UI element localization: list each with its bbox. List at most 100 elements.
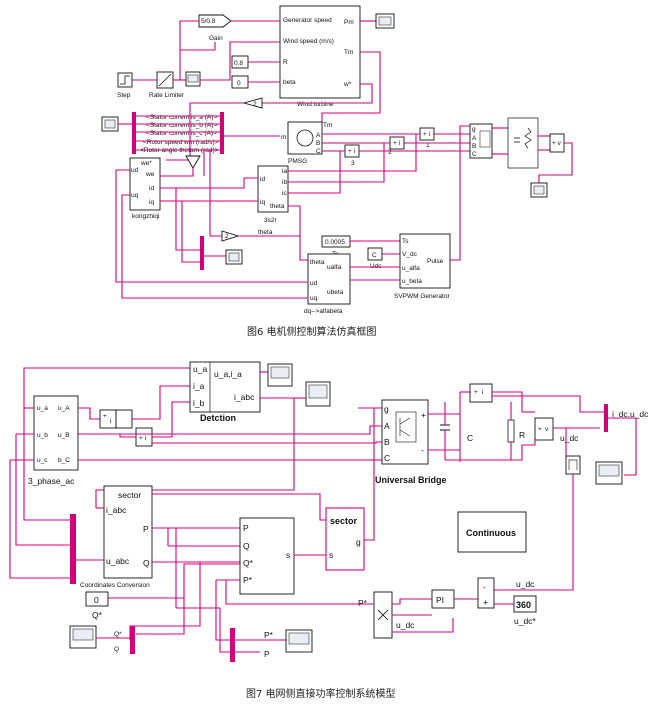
stator-ib: <Stator current is_b (A)> xyxy=(146,122,217,129)
pa-uc: u_c xyxy=(37,457,48,464)
sector-label: sector xyxy=(330,516,358,526)
udc-const-value: C xyxy=(372,252,377,259)
meas-i-2[interactable] xyxy=(115,409,133,429)
sv-ualfa: u_alfa xyxy=(402,265,420,272)
p-ref-label: P* xyxy=(358,598,368,608)
voltage-meas-text: + v xyxy=(552,140,562,147)
dq-label: dq-->alfabeta xyxy=(304,308,343,315)
sector-s: s xyxy=(329,550,333,560)
universal-bridge-block[interactable] xyxy=(381,399,429,465)
rate-limiter-icon xyxy=(158,73,172,87)
sum-block[interactable] xyxy=(477,577,495,609)
wt-in-wind-speed: Wind speed (m/s) xyxy=(283,38,334,45)
three-phase-ac-label: 3_phase_ac xyxy=(28,476,75,486)
selector-block[interactable] xyxy=(239,517,295,595)
det-ia: i_a xyxy=(193,381,205,391)
gain-label: Gain xyxy=(209,35,223,42)
kz-we-ref: we* xyxy=(140,160,152,167)
dq-theta: theta xyxy=(310,259,325,266)
r-const-value: 0.8 xyxy=(234,60,243,67)
fig6-caption: 图6 电机侧控制算法仿真框图 xyxy=(247,325,377,338)
label-num3: 3 xyxy=(351,160,355,167)
mux-bar-fig6 xyxy=(200,236,204,270)
udc-sensor[interactable] xyxy=(565,455,581,475)
resistor-icon xyxy=(507,419,515,443)
udc-in-label: u_dc xyxy=(516,579,535,589)
gain-speed-block[interactable] xyxy=(185,155,201,169)
s2r-id: id xyxy=(260,176,265,183)
sv-pulse: Pulse xyxy=(427,258,444,265)
coord-conversion-label: Coordinates Conversion xyxy=(80,582,150,589)
udc-ref-label: u_dc* xyxy=(514,616,536,626)
sector-g: g xyxy=(356,537,361,547)
mux-p xyxy=(230,628,235,662)
bridge-g: g xyxy=(472,126,476,133)
gain-block[interactable] xyxy=(198,14,232,28)
mux-uabc xyxy=(70,514,76,584)
pa-ub2: u_B xyxy=(58,432,70,439)
pmsg-block[interactable] xyxy=(287,121,323,155)
detction-block[interactable] xyxy=(189,361,261,413)
ub-plus: + xyxy=(421,410,426,420)
3s2r-block[interactable] xyxy=(257,165,289,213)
dc-current-meas[interactable] xyxy=(469,383,493,403)
dc-meas-i: i xyxy=(482,389,483,396)
meas-2-text: + i xyxy=(393,140,400,147)
dq-ubeta: ubeta xyxy=(327,289,344,296)
mux-q xyxy=(130,626,135,654)
pmsg-a: A xyxy=(316,132,321,139)
q-const-label: Q* xyxy=(92,610,103,620)
coord-conversion-block[interactable] xyxy=(103,485,153,579)
cc-uabc: u_abc xyxy=(106,556,130,566)
wt-out-tm: Tm xyxy=(344,49,353,56)
stator-ia: <Stator current is_a (A)> xyxy=(146,114,217,121)
continuous-block[interactable] xyxy=(457,511,527,553)
pi-label: PI xyxy=(436,595,444,605)
pmsg-label: PMSG xyxy=(288,158,307,165)
theta-label: theta xyxy=(258,229,273,236)
idc-udc-label: i_dc,u_dc xyxy=(612,409,649,419)
dc-link-block[interactable] xyxy=(507,117,539,169)
sector-block[interactable] xyxy=(325,507,365,571)
beta-const-value: 0 xyxy=(237,80,241,87)
wt-out-pm: Pm xyxy=(344,19,354,26)
machine-bridge-block[interactable] xyxy=(469,123,493,159)
svpwm-block[interactable] xyxy=(399,233,451,289)
step-label: Step xyxy=(117,92,131,99)
kz-we: we xyxy=(145,171,155,178)
kz-ud: ud xyxy=(131,167,139,174)
three-phase-ac-block[interactable] xyxy=(33,395,79,471)
kz-iq: iq xyxy=(149,199,154,206)
pa-ub: u_b xyxy=(37,432,48,439)
q-const[interactable] xyxy=(85,591,109,607)
bus-selector-bar-right xyxy=(220,112,224,154)
dc-meas-plus: + xyxy=(474,389,478,396)
ub-a: A xyxy=(384,421,390,431)
bridge-b: B xyxy=(472,143,476,150)
dq-alfabeta-block[interactable] xyxy=(307,253,351,305)
meas-i-3-i: i xyxy=(145,435,146,442)
pmsg-b: B xyxy=(316,140,320,147)
ub-c: C xyxy=(384,453,390,463)
cc-sector: sector xyxy=(118,490,141,500)
wind-turbine-block[interactable] xyxy=(279,5,361,99)
gain2-block[interactable] xyxy=(242,97,263,109)
pa-ua: u_a xyxy=(37,405,48,412)
det-out2: i_abc xyxy=(234,392,255,402)
sv-vdc: V_dc xyxy=(402,251,418,258)
figure-6: Step Rate Limiter 5/0.8 Gain Generator s… xyxy=(101,5,573,338)
s2r-theta: theta xyxy=(270,203,285,210)
wt-in-r: R xyxy=(283,59,288,66)
gain-value: 5/0.8 xyxy=(201,18,216,25)
cc-iabc: i_abc xyxy=(106,505,127,515)
dc-voltage-meas[interactable] xyxy=(534,417,554,441)
det-ua: u_a xyxy=(193,364,207,374)
ub-b: B xyxy=(384,437,390,447)
continuous-label: Continuous xyxy=(466,528,516,538)
kongzhiqi-block[interactable] xyxy=(129,157,161,211)
res-label: R xyxy=(519,430,525,440)
qscope-qref: Q* xyxy=(114,631,122,638)
pmsg-tm: Tm xyxy=(323,122,332,129)
sum-plus: + xyxy=(483,597,488,607)
